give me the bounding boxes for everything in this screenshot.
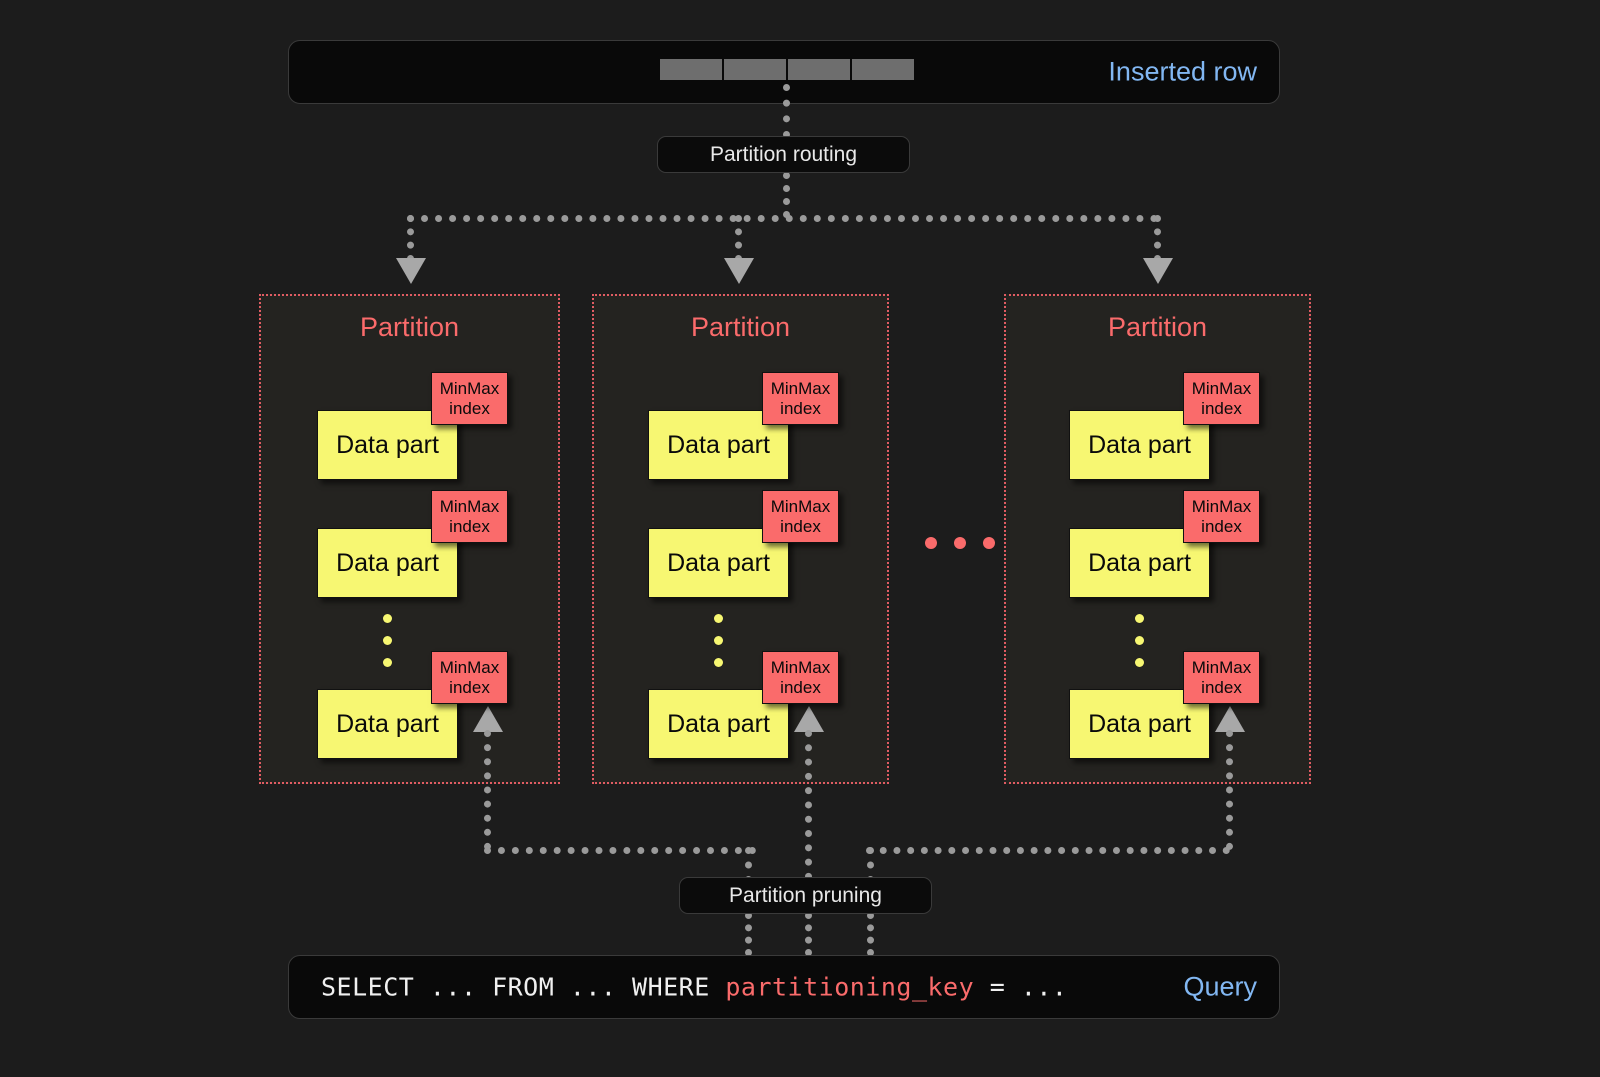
minmax-index-box: MinMax index — [1183, 372, 1260, 425]
minmax-index-box: MinMax index — [431, 372, 508, 425]
ellipsis-dot — [714, 614, 723, 623]
connector-pruning-to-query-center — [805, 912, 812, 956]
minmax-index-label-line1: MinMax — [439, 378, 500, 398]
ellipsis-dot — [1135, 614, 1144, 623]
connector-partition-2-to-pruning — [805, 730, 812, 880]
partition-routing-label: Partition routing — [657, 136, 910, 173]
minmax-index-box: MinMax index — [431, 490, 508, 543]
minmax-index-label-line2: index — [1201, 677, 1242, 697]
connector-bus-to-partition-2 — [735, 215, 742, 262]
query-bar: SELECT ... FROM ... WHERE partitioning_k… — [288, 955, 1280, 1019]
minmax-index-box: MinMax index — [762, 651, 839, 704]
data-part-box: Data part — [317, 689, 458, 759]
connector-partition-1-to-pruning-bus — [484, 730, 491, 850]
connector-pruning-to-query-right — [867, 912, 874, 956]
partition-box-3: Partition MinMax index Data part MinMax … — [1004, 294, 1311, 784]
ellipsis-dot — [983, 537, 995, 549]
minmax-index-label-line1: MinMax — [770, 496, 831, 516]
partition-title: Partition — [359, 312, 460, 342]
partition-pruning-label: Partition pruning — [679, 877, 932, 914]
connector-partition-3-to-pruning-bus — [1226, 730, 1233, 850]
partition-box-2: Partition MinMax index Data part MinMax … — [592, 294, 889, 784]
connector-pruning-to-query-left — [745, 912, 752, 956]
arrow-into-partition-1 — [396, 258, 426, 284]
ellipsis-dot — [1135, 636, 1144, 645]
arrow-into-partition-3 — [1143, 258, 1173, 284]
row-cell — [660, 59, 722, 80]
minmax-index-box: MinMax index — [431, 651, 508, 704]
partition-title: Partition — [1107, 312, 1208, 342]
minmax-index-label-line1: MinMax — [1191, 657, 1252, 677]
ellipsis-dot — [383, 636, 392, 645]
inserted-row-cells — [660, 59, 914, 80]
minmax-index-label-line2: index — [449, 516, 490, 536]
minmax-index-label-line1: MinMax — [439, 496, 500, 516]
data-part-ellipsis — [714, 614, 723, 667]
partition-title: Partition — [690, 312, 791, 342]
data-part-box: Data part — [317, 410, 458, 480]
minmax-index-label-line2: index — [1201, 398, 1242, 418]
minmax-index-box: MinMax index — [1183, 651, 1260, 704]
connector-routing-to-bus — [783, 172, 790, 218]
arrow-into-partition-1-bottom — [473, 706, 503, 732]
minmax-index-label-line2: index — [449, 677, 490, 697]
connector-pruning-bus-left-drop — [745, 847, 752, 883]
data-part-ellipsis — [1135, 614, 1144, 667]
arrow-into-partition-3-bottom — [1215, 706, 1245, 732]
data-part-ellipsis — [383, 614, 392, 667]
row-cell — [724, 59, 786, 80]
minmax-index-label-line1: MinMax — [1191, 496, 1252, 516]
data-part-box: Data part — [648, 410, 789, 480]
inserted-row-label: Inserted row — [1108, 56, 1257, 87]
minmax-index-label-line2: index — [1201, 516, 1242, 536]
sql-suffix: = ... — [974, 972, 1068, 1002]
ellipsis-dot — [925, 537, 937, 549]
minmax-index-label-line1: MinMax — [770, 378, 831, 398]
connector-bus-to-partition-1 — [407, 215, 414, 262]
connector-row-to-routing — [783, 84, 790, 138]
ellipsis-dot — [714, 636, 723, 645]
ellipsis-dot — [1135, 658, 1144, 667]
row-cell — [788, 59, 850, 80]
arrow-into-partition-2-bottom — [794, 706, 824, 732]
connector-pruning-bus-right — [866, 847, 1230, 854]
connector-pruning-bus-right-drop — [867, 847, 874, 883]
ellipsis-dot — [714, 658, 723, 667]
minmax-index-box: MinMax index — [762, 372, 839, 425]
minmax-index-label-line1: MinMax — [770, 657, 831, 677]
connector-pruning-bus-left — [484, 847, 756, 854]
sql-partitioning-key: partitioning_key — [725, 972, 975, 1002]
arrow-into-partition-2 — [724, 258, 754, 284]
ellipsis-dot — [383, 658, 392, 667]
minmax-index-label-line2: index — [780, 516, 821, 536]
connector-routing-bus — [407, 215, 1158, 222]
ellipsis-dot — [383, 614, 392, 623]
minmax-index-box: MinMax index — [1183, 490, 1260, 543]
minmax-index-label-line2: index — [780, 677, 821, 697]
query-label: Query — [1183, 971, 1257, 1002]
sql-prefix: SELECT ... FROM ... WHERE — [321, 972, 726, 1002]
minmax-index-label-line1: MinMax — [1191, 378, 1252, 398]
partition-ellipsis — [925, 537, 995, 549]
minmax-index-label-line1: MinMax — [439, 657, 500, 677]
data-part-box: Data part — [1069, 528, 1210, 598]
connector-bus-to-partition-3 — [1154, 215, 1161, 262]
query-sql-text: SELECT ... FROM ... WHERE partitioning_k… — [321, 973, 1067, 1002]
minmax-index-label-line2: index — [780, 398, 821, 418]
row-cell — [852, 59, 914, 80]
ellipsis-dot — [954, 537, 966, 549]
partition-box-1: Partition MinMax index Data part MinMax … — [259, 294, 560, 784]
minmax-index-label-line2: index — [449, 398, 490, 418]
minmax-index-box: MinMax index — [762, 490, 839, 543]
